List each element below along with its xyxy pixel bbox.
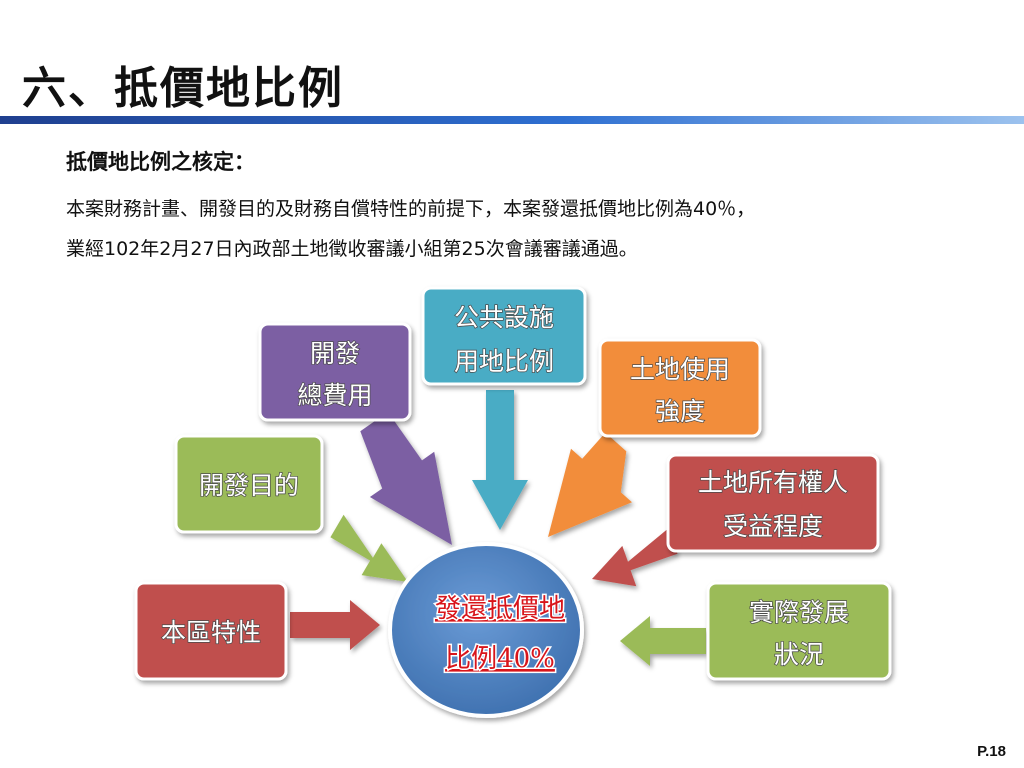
arrow-gonggong-sheshi bbox=[472, 390, 528, 530]
node-gonggong-sheshi: 公共設施 用地比例 bbox=[421, 286, 587, 386]
node-kaifa-mudi: 開發目的 bbox=[174, 434, 324, 534]
body-text-line-1: 本案財務計畫、開發目的及財務自償特性的前提下，本案發還抵價地比例為40％， bbox=[66, 198, 756, 220]
center-label-line-1: 發還抵價地 bbox=[435, 594, 565, 624]
page-number: P.18 bbox=[977, 743, 1006, 760]
arrow-kaifa-zongfeiyong bbox=[360, 411, 452, 545]
node-label: 狀況 bbox=[774, 640, 824, 669]
body-text-line-2: 業經102年2月27日內政部土地徵收審議小組第25次會議審議通過。 bbox=[66, 238, 638, 260]
title-divider bbox=[0, 116, 1024, 124]
arrow-benqu-texing bbox=[290, 600, 380, 650]
node-label: 實際發展 bbox=[749, 598, 849, 627]
node-label: 開發 bbox=[310, 339, 360, 368]
node-label: 用地比例 bbox=[454, 347, 554, 376]
arrow-kaifa-mudi bbox=[330, 514, 408, 582]
node-label: 強度 bbox=[655, 397, 705, 426]
center-node: 發還抵價地 比例40% bbox=[388, 542, 584, 718]
node-tudi-suoyouquanren: 土地所有權人 受益程度 bbox=[666, 453, 880, 553]
node-label: 受益程度 bbox=[723, 512, 823, 541]
node-label: 公共設施 bbox=[454, 303, 554, 332]
node-tudi-shiyong: 土地使用 強度 bbox=[598, 338, 762, 438]
node-label: 開發目的 bbox=[199, 471, 299, 500]
node-shiji-fazhan: 實際發展 狀況 bbox=[706, 581, 892, 681]
arrow-tudi-suoyouquanren bbox=[592, 528, 678, 587]
node-benqu-texing: 本區特性 bbox=[134, 581, 288, 681]
center-label-line-2: 比例40% bbox=[445, 644, 555, 674]
arrow-tudi-shiyong bbox=[548, 432, 632, 537]
center-circle bbox=[388, 542, 584, 718]
section-subtitle: 抵價地比例之核定： bbox=[66, 150, 255, 174]
node-label: 本區特性 bbox=[161, 618, 261, 647]
arrow-shiji-fazhan bbox=[620, 616, 706, 666]
node-label: 總費用 bbox=[297, 381, 372, 410]
node-kaifa-zongfeiyong: 開發 總費用 bbox=[258, 322, 412, 422]
node-label: 土地所有權人 bbox=[698, 468, 848, 497]
page-title: 六、抵價地比例 bbox=[22, 63, 344, 114]
node-label: 土地使用 bbox=[630, 355, 730, 384]
